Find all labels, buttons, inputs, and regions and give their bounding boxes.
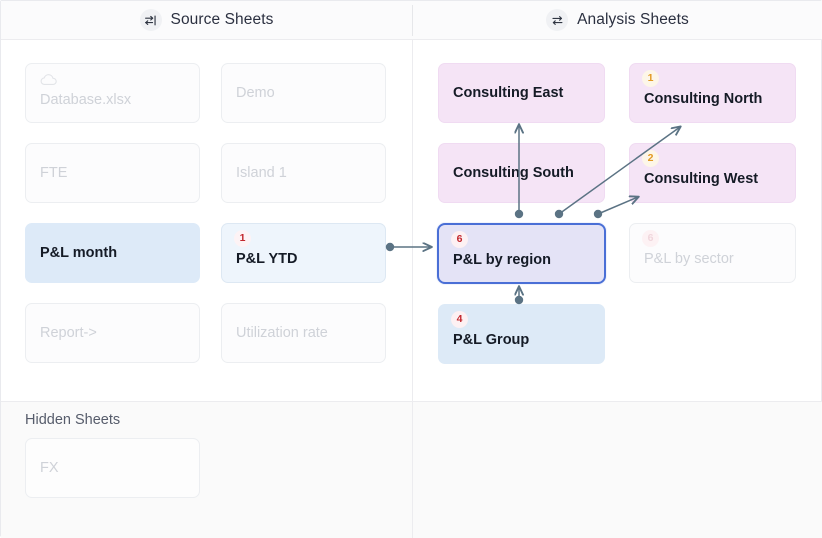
source-card-report[interactable]: Report-> [25, 303, 200, 363]
analysis-card-label: Consulting West [644, 171, 759, 188]
analysis-card-pl-group[interactable]: 4 P&L Group [438, 304, 605, 364]
analysis-card-label: Consulting North [644, 91, 763, 108]
source-card-demo[interactable]: Demo [221, 63, 386, 123]
source-card-label: P&L month [40, 244, 118, 261]
hidden-sheets-title: Hidden Sheets [25, 412, 121, 428]
badge-count: 1 [642, 70, 659, 87]
analysis-card-label: P&L Group [453, 332, 530, 349]
source-card-pl-month[interactable]: P&L month [25, 223, 200, 283]
header-title-analysis: Analysis Sheets [577, 11, 689, 28]
badge-count: 6 [642, 230, 659, 247]
source-card-label: P&L YTD [236, 251, 298, 268]
badge-count: 6 [451, 231, 468, 248]
source-card-label: Island 1 [236, 164, 287, 181]
panel-vertical-divider [412, 40, 413, 538]
source-card-label: FTE [40, 164, 68, 181]
source-card-label: Report-> [40, 324, 97, 341]
analysis-card-label: P&L by region [453, 251, 552, 268]
source-card-database[interactable]: Database.xlsx [25, 63, 200, 123]
header-column-source: Source Sheets [1, 1, 412, 39]
header-divider [412, 5, 413, 36]
export-arrow-icon [139, 9, 162, 31]
analysis-card-consulting-south[interactable]: Consulting South [438, 143, 605, 203]
hidden-sheets-panel-right [413, 402, 822, 538]
source-card-utilization-rate[interactable]: Utilization rate [221, 303, 386, 363]
panel-horizontal-divider [1, 401, 822, 402]
header-column-analysis: Analysis Sheets [412, 1, 822, 39]
exchange-arrows-icon [546, 9, 569, 31]
hidden-card-label: FX [40, 459, 59, 476]
analysis-card-consulting-west[interactable]: 2 Consulting West [629, 143, 796, 203]
header-bar: Source Sheets Analysis Sheets [1, 1, 822, 40]
header-title-source: Source Sheets [170, 11, 274, 28]
source-card-fte[interactable]: FTE [25, 143, 200, 203]
source-card-label: Utilization rate [236, 324, 328, 341]
analysis-card-consulting-north[interactable]: 1 Consulting North [629, 63, 796, 123]
badge-count: 2 [642, 150, 659, 167]
badge-count: 1 [234, 230, 251, 247]
source-card-pl-ytd[interactable]: 1 P&L YTD [221, 223, 386, 283]
analysis-card-label: P&L by sector [644, 251, 734, 268]
hidden-card-fx[interactable]: FX [25, 438, 200, 498]
source-card-label: Demo [236, 84, 275, 101]
source-card-island-1[interactable]: Island 1 [221, 143, 386, 203]
analysis-card-label: Consulting South [453, 164, 574, 181]
analysis-card-pl-by-sector[interactable]: 6 P&L by sector [629, 223, 796, 283]
cloud-icon [40, 73, 58, 85]
analysis-card-label: Consulting East [453, 84, 564, 101]
badge-count: 4 [451, 311, 468, 328]
analysis-card-pl-by-region[interactable]: 6 P&L by region [437, 223, 606, 284]
analysis-card-consulting-east[interactable]: Consulting East [438, 63, 605, 123]
source-card-label: Database.xlsx [40, 91, 132, 108]
